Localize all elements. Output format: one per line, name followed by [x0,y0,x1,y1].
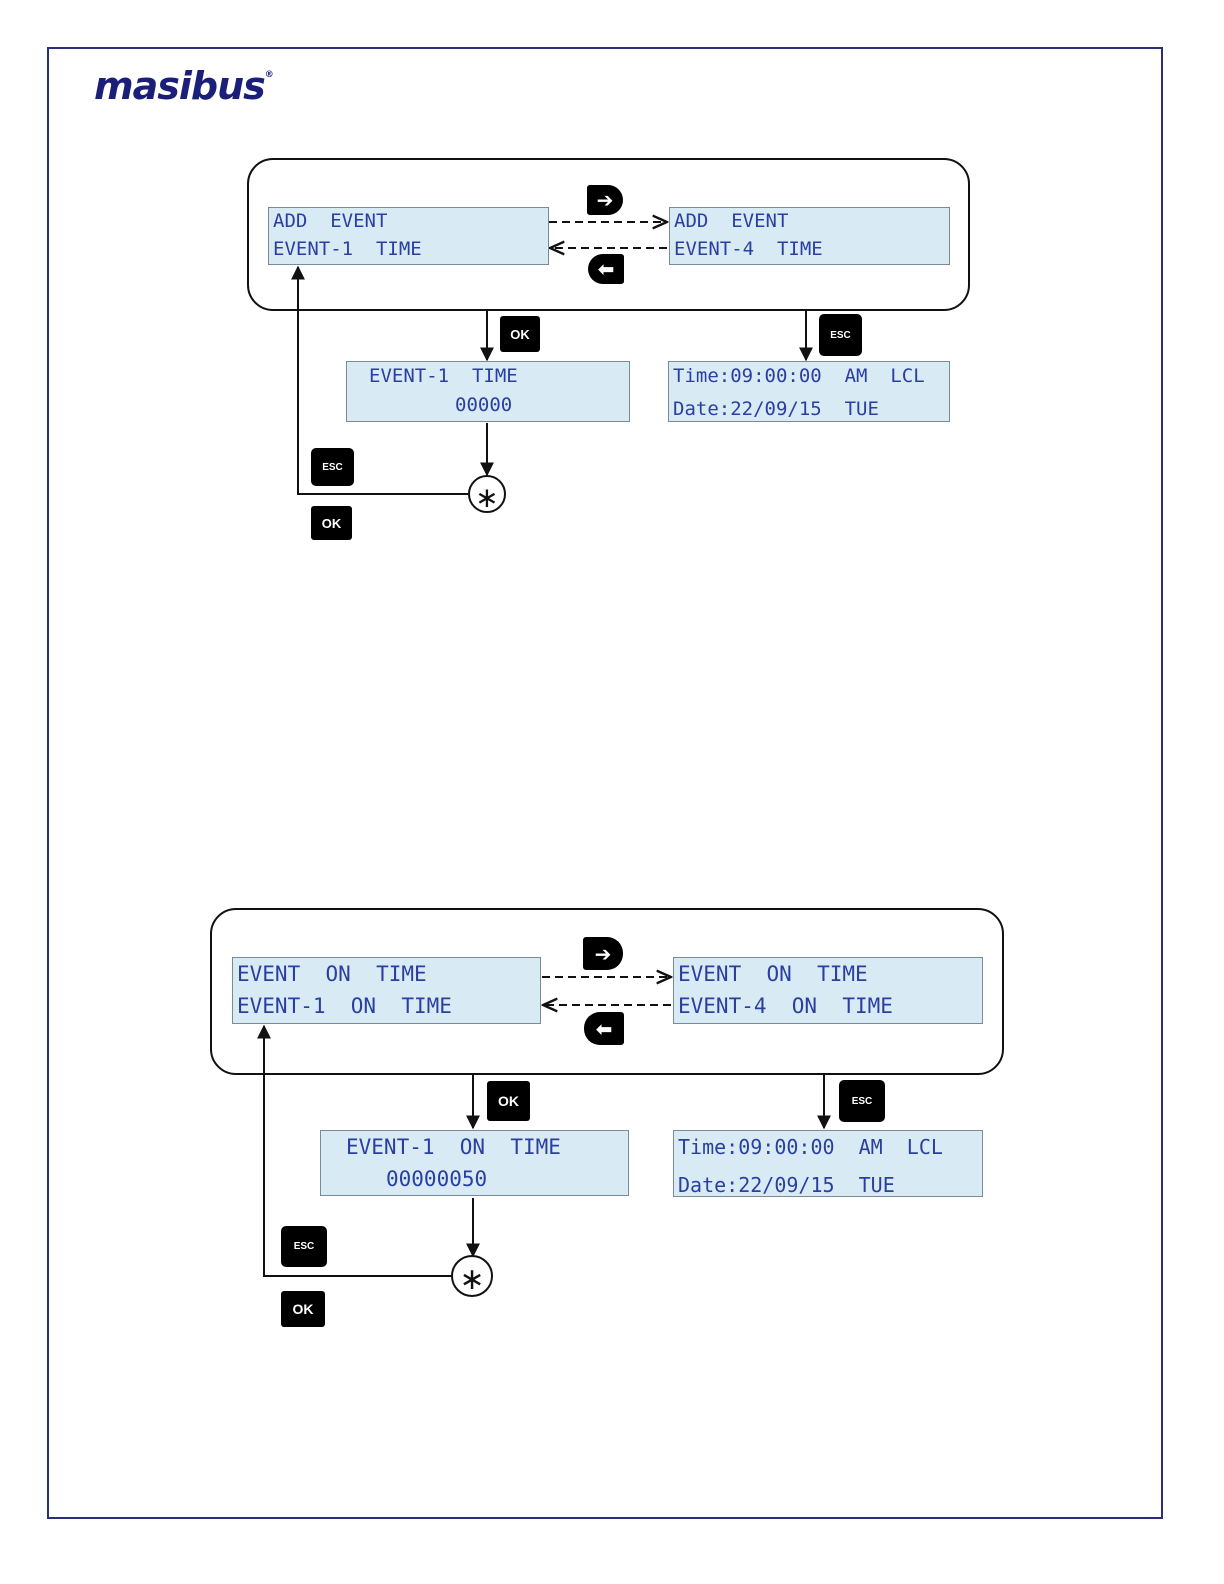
lcd-line1: ADD EVENT [674,210,789,232]
esc-key-label: ESC [851,1095,873,1107]
lcd-event-1-on-time-edit: EVENT-1 ON TIME 00000050 [320,1130,629,1196]
lcd-line1: EVENT-1 ON TIME [346,1135,561,1159]
lcd-line2: EVENT-1 ON TIME [237,994,452,1018]
return-arrow-2 [257,1024,452,1277]
lcd-event-1-time-edit: EVENT-1 TIME 00000 [346,361,630,422]
esc-key-2[interactable]: ESC [839,1080,885,1122]
esc-key-label: ESC [322,461,343,473]
lcd-line1: Time:09:00:00 AM LCL [673,365,925,387]
lcd-event-on-time-4: EVENT ON TIME EVENT-4 ON TIME [673,957,983,1024]
lcd-line1: EVENT ON TIME [237,962,427,986]
lcd-line2: 00000050 [386,1167,488,1191]
star-node-1: ∗ [468,475,506,513]
ok-key-1[interactable]: OK [500,316,540,352]
asterisk-icon: ∗ [459,1262,485,1297]
esc-key-return-2[interactable]: ESC [281,1226,327,1267]
esc-key-return-1[interactable]: ESC [311,448,354,486]
menu-panel-1 [247,158,970,311]
star-node-2: ∗ [451,1255,493,1297]
lcd-line1: ADD EVENT [273,210,388,232]
left-arrow-key-2[interactable]: ⬅ [584,1012,624,1045]
left-arrow-key-1[interactable]: ⬅ [588,254,624,284]
lcd-line1: EVENT-1 TIME [369,365,518,387]
masibus-logo: masibus® [94,64,274,108]
lcd-add-event-4: ADD EVENT EVENT-4 TIME [669,207,950,265]
esc-key-1[interactable]: ESC [819,314,862,356]
lcd-line2: 00000 [455,394,513,416]
esc-key-label: ESC [830,329,851,341]
ok-key-2[interactable]: OK [487,1081,530,1121]
menu-panel-2 [210,908,1004,1075]
lcd-line2: Date:22/09/15 TUE [673,398,879,420]
left-arrow-icon: ⬅ [597,257,615,281]
registered-mark: ® [264,70,274,80]
ok-key-label: OK [510,326,530,342]
ok-key-return-1[interactable]: OK [311,506,352,540]
asterisk-icon: ∗ [475,481,499,514]
right-arrow-key-1[interactable]: ➔ [587,185,623,215]
lcd-line1: EVENT ON TIME [678,962,868,986]
page-border [47,47,1163,1519]
lcd-event-on-time-1: EVENT ON TIME EVENT-1 ON TIME [232,957,541,1024]
ok-key-label: OK [498,1093,519,1109]
esc-key-label: ESC [293,1241,315,1252]
lcd-line2: EVENT-1 TIME [273,238,422,260]
right-arrow-key-2[interactable]: ➔ [583,937,623,970]
ok-key-label: OK [292,1301,314,1317]
ok-key-label: OK [321,515,342,531]
return-arrow-1 [291,265,468,495]
ok-key-return-2[interactable]: OK [281,1291,325,1327]
lcd-line2: EVENT-4 TIME [674,238,823,260]
right-arrow-icon: ➔ [596,188,614,212]
right-arrow-icon: ➔ [594,941,612,966]
left-arrow-icon: ⬅ [595,1016,613,1041]
logo-text: masibus [94,64,266,108]
lcd-line1: Time:09:00:00 AM LCL [678,1135,943,1159]
lcd-clock-2: Time:09:00:00 AM LCL Date:22/09/15 TUE [673,1130,983,1197]
lcd-clock-1: Time:09:00:00 AM LCL Date:22/09/15 TUE [668,361,950,422]
lcd-line2: EVENT-4 ON TIME [678,994,893,1018]
lcd-line2: Date:22/09/15 TUE [678,1173,895,1197]
lcd-add-event-1: ADD EVENT EVENT-1 TIME [268,207,549,265]
